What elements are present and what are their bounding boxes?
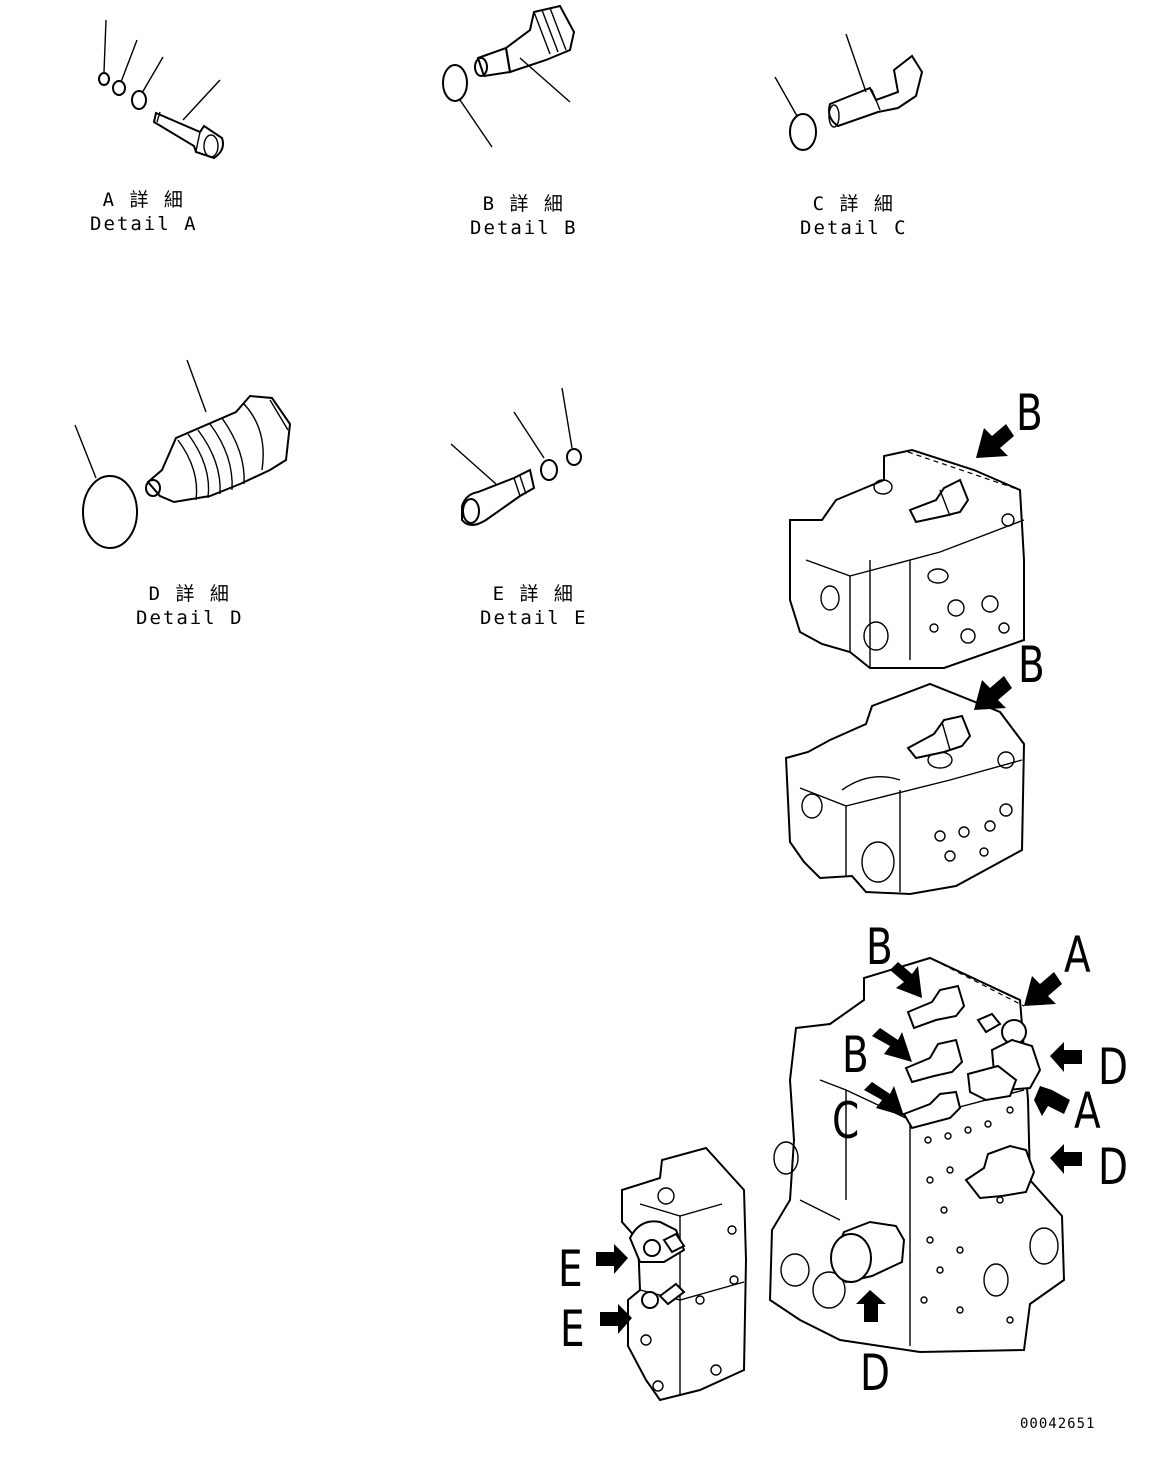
detail-a-caption: A 詳 細 Detail A (90, 188, 198, 236)
detail-d-jp: D 詳 細 (148, 583, 231, 605)
detail-c-caption: C 詳 細 Detail C (800, 192, 908, 240)
arrow-d3 (856, 1290, 886, 1322)
detail-c-jp: C 詳 細 (812, 193, 895, 215)
callout-b3: B (866, 918, 893, 976)
arrow-c1 (864, 1082, 904, 1116)
port-dots (920, 1106, 1016, 1324)
callout-e2: E (560, 1300, 585, 1358)
arrow-d1 (1050, 1042, 1082, 1072)
detail-d-parts (74, 359, 292, 549)
detail-b-parts (442, 4, 576, 148)
callout-d3: D (860, 1344, 891, 1402)
detail-e-caption: E 詳 細 Detail E (480, 582, 588, 630)
callout-d1: D (1098, 1038, 1129, 1096)
valve-body-2 (784, 682, 1026, 896)
detail-e-parts (450, 387, 582, 526)
arrow-e1 (596, 1244, 628, 1274)
detail-b-caption: B 詳 細 Detail B (470, 192, 578, 240)
detail-e-jp: E 詳 細 (492, 583, 575, 605)
callout-arrows (596, 424, 1082, 1334)
callout-a1: A (1064, 926, 1091, 984)
detail-b-jp: B 詳 細 (482, 193, 565, 215)
callout-d2: D (1098, 1138, 1129, 1196)
detail-d-en: Detail D (136, 607, 244, 629)
arrow-b2 (974, 676, 1012, 710)
callout-c1: C (832, 1092, 860, 1150)
callout-b1: B (1016, 384, 1043, 442)
arrow-d2 (1050, 1144, 1082, 1174)
detail-b-en: Detail B (470, 217, 578, 239)
detail-a-jp: A 詳 細 (102, 189, 185, 211)
drawing-number: 00042651 (1020, 1416, 1096, 1432)
callout-b4: B (842, 1026, 869, 1084)
arrow-b1 (976, 424, 1014, 458)
arrow-e2 (600, 1304, 632, 1334)
callout-b2: B (1018, 636, 1045, 694)
detail-c-en: Detail C (800, 217, 908, 239)
callout-e1: E (558, 1240, 583, 1298)
arrow-b3 (890, 962, 922, 998)
detail-c-parts (774, 33, 924, 151)
arrow-b4 (872, 1028, 912, 1062)
arrow-a2 (1034, 1086, 1070, 1116)
valve-body-3 (768, 956, 1066, 1354)
callout-a2: A (1074, 1082, 1101, 1140)
detail-e-en: Detail E (480, 607, 588, 629)
detail-d-caption: D 詳 細 Detail D (136, 582, 244, 630)
detail-a-en: Detail A (90, 213, 198, 235)
valve-body-4 (621, 1146, 748, 1402)
valve-body-1 (789, 448, 1025, 669)
arrow-a1 (1024, 972, 1062, 1006)
detail-a-parts (98, 19, 224, 160)
